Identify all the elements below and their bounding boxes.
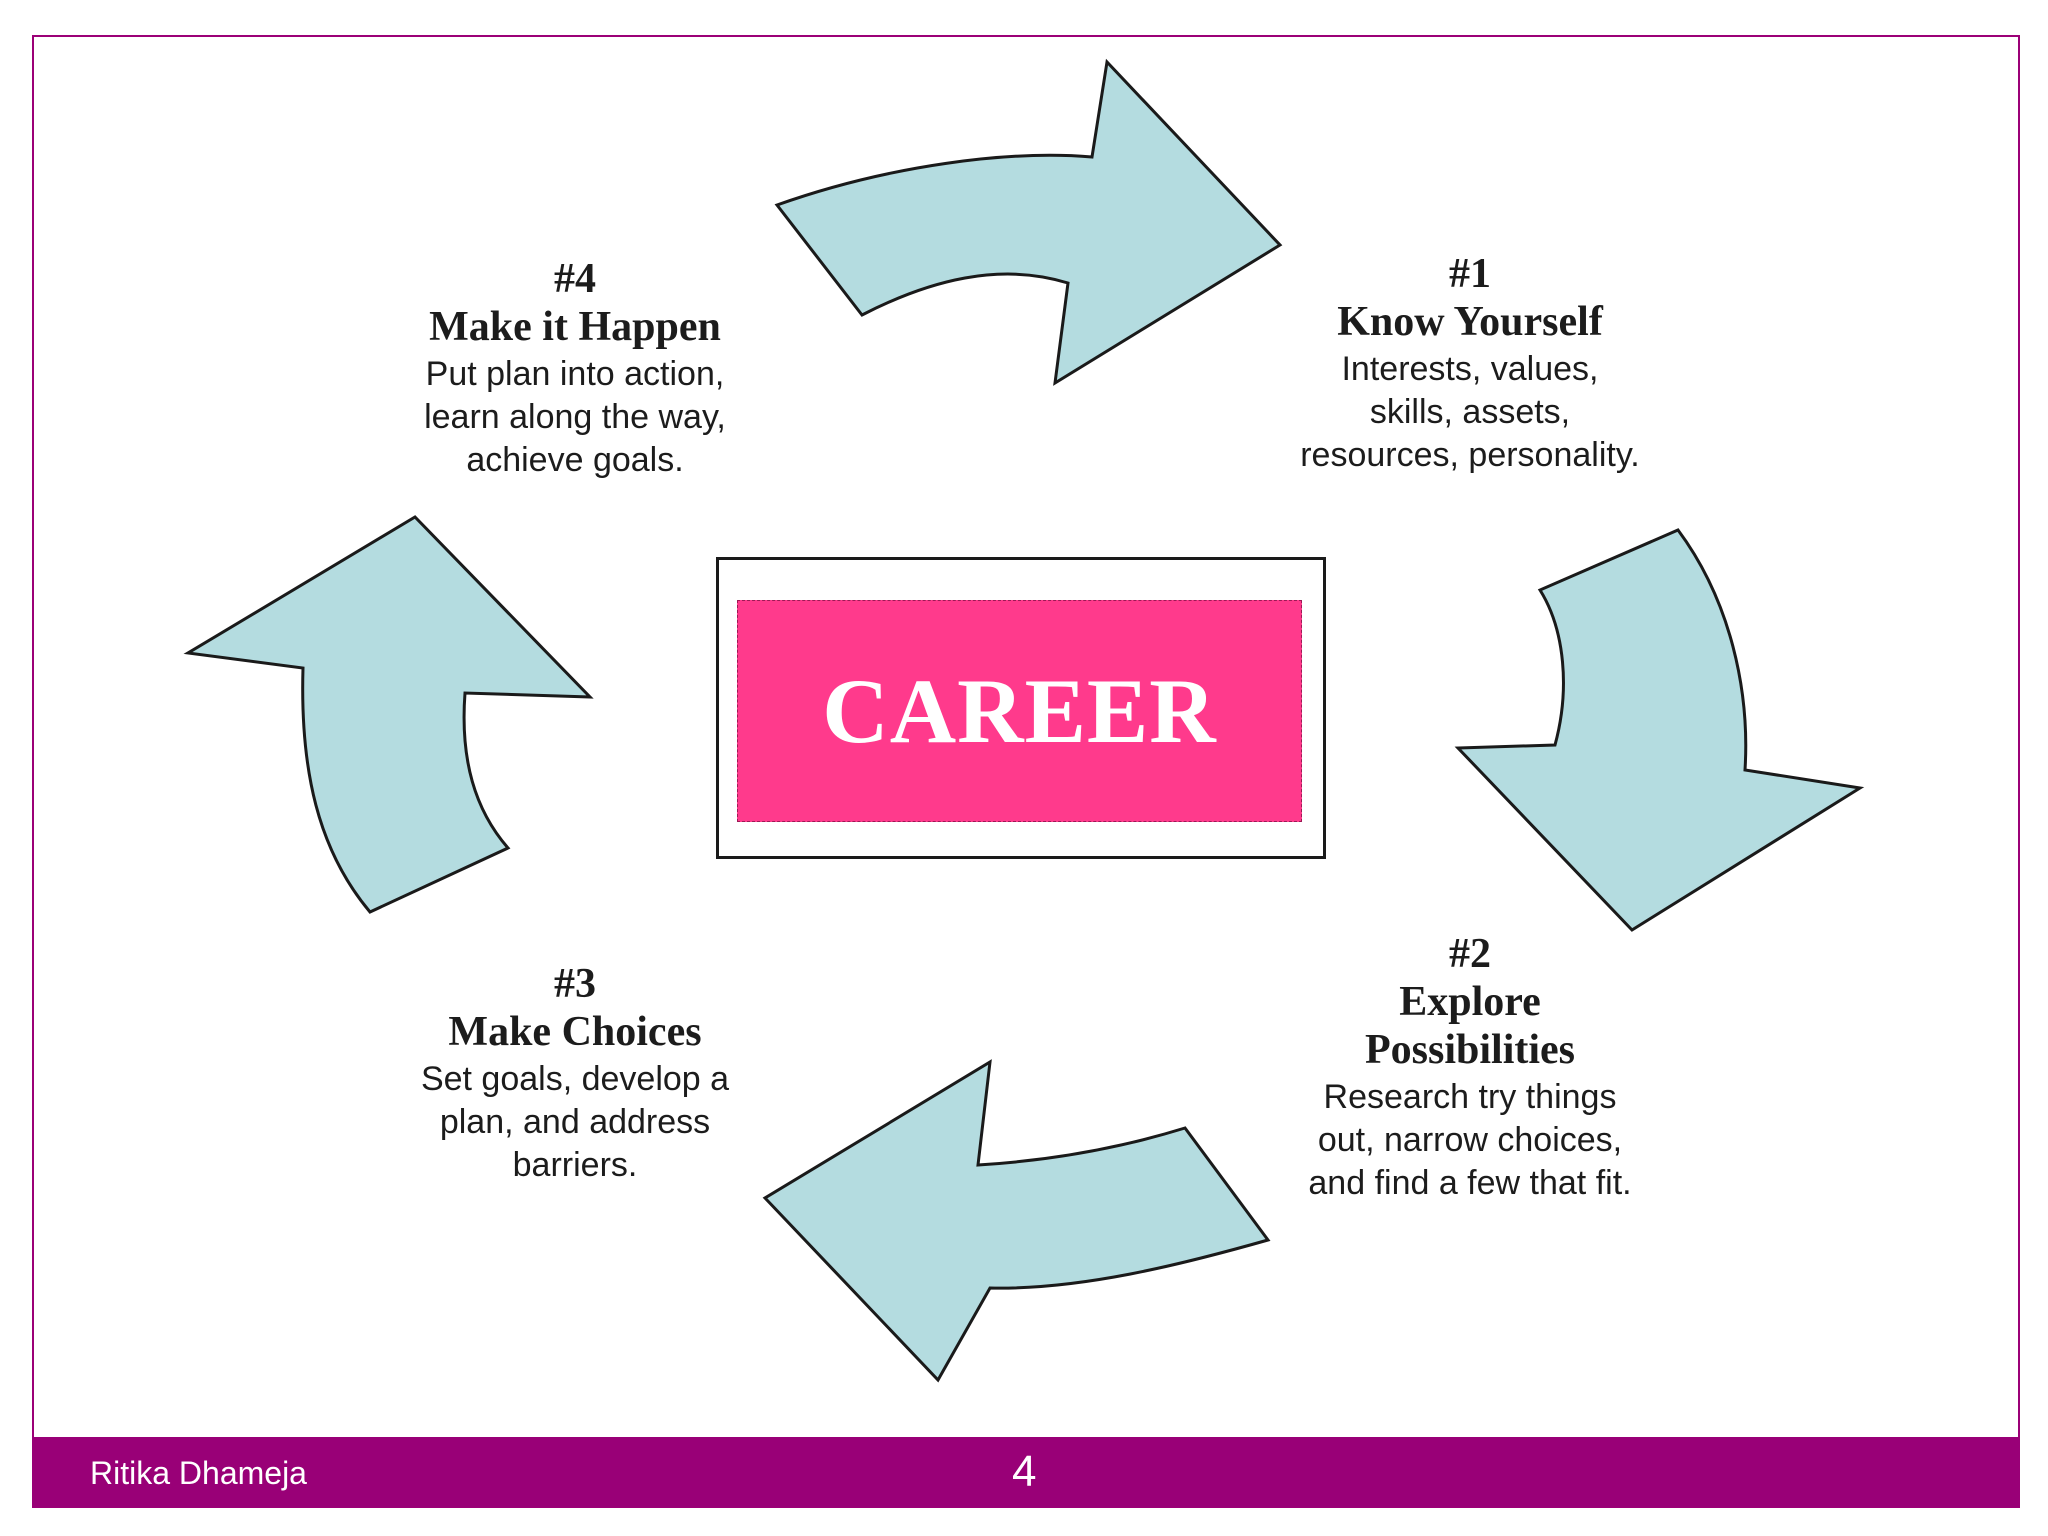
arrow-step2-to-step3 bbox=[762, 1059, 1271, 1383]
step-description: Interests, values, skills, assets, resou… bbox=[1255, 348, 1685, 477]
career-label: CAREER bbox=[822, 660, 1217, 762]
step-description-line: plan, and address bbox=[439, 1103, 711, 1141]
step-description-line: skills, assets, bbox=[1369, 393, 1571, 431]
step-description: Set goals, develop a plan, and address b… bbox=[360, 1058, 790, 1187]
step-title: Make Choices bbox=[448, 1009, 702, 1055]
step-know-yourself: #1 Know Yourself Interests, values, skil… bbox=[1255, 250, 1685, 477]
step-title: Make it Happen bbox=[429, 304, 721, 350]
step-number: #3 bbox=[554, 961, 596, 1007]
step-description-line: achieve goals. bbox=[466, 441, 684, 479]
step-description-line: Research try things bbox=[1323, 1078, 1617, 1116]
arrow-step4-to-step1 bbox=[774, 58, 1283, 386]
step-make-choices: #3 Make Choices Set goals, develop a pla… bbox=[360, 960, 790, 1187]
arrow-step3-to-step4 bbox=[183, 515, 594, 914]
step-number: #1 bbox=[1449, 251, 1491, 297]
step-title: Know Yourself bbox=[1337, 299, 1603, 345]
step-description-line: Set goals, develop a bbox=[420, 1060, 730, 1098]
step-description-line: barriers. bbox=[512, 1146, 638, 1184]
slide-frame bbox=[32, 35, 2020, 1508]
step-description: Put plan into action, learn along the wa… bbox=[360, 353, 790, 482]
step-description-line: resources, personality. bbox=[1300, 436, 1640, 474]
step-number: #4 bbox=[554, 256, 596, 302]
step-description-line: out, narrow choices, bbox=[1317, 1121, 1623, 1159]
step-description: Research try things out, narrow choices,… bbox=[1255, 1076, 1685, 1205]
step-make-it-happen: #4 Make it Happen Put plan into action, … bbox=[360, 255, 790, 482]
step-description-line: learn along the way, bbox=[424, 398, 726, 436]
step-description-line: Interests, values, bbox=[1341, 350, 1599, 388]
page-number: 4 bbox=[1012, 1447, 1037, 1496]
step-number: #2 bbox=[1449, 931, 1491, 977]
step-description-line: and find a few that fit. bbox=[1308, 1164, 1632, 1202]
footer-author: Ritika Dhameja bbox=[90, 1455, 307, 1491]
step-explore-possibilities: #2 Explore Possibilities Research try th… bbox=[1255, 930, 1685, 1205]
career-box: CAREER bbox=[737, 600, 1302, 822]
step-title-line: Possibilities bbox=[1364, 1027, 1576, 1073]
footer-bar: Ritika Dhameja 4 bbox=[32, 1437, 2020, 1507]
step-description-line: Put plan into action, bbox=[425, 355, 725, 393]
step-title-line: Explore bbox=[1399, 979, 1541, 1025]
arrow-step1-to-step2 bbox=[1454, 528, 1865, 932]
